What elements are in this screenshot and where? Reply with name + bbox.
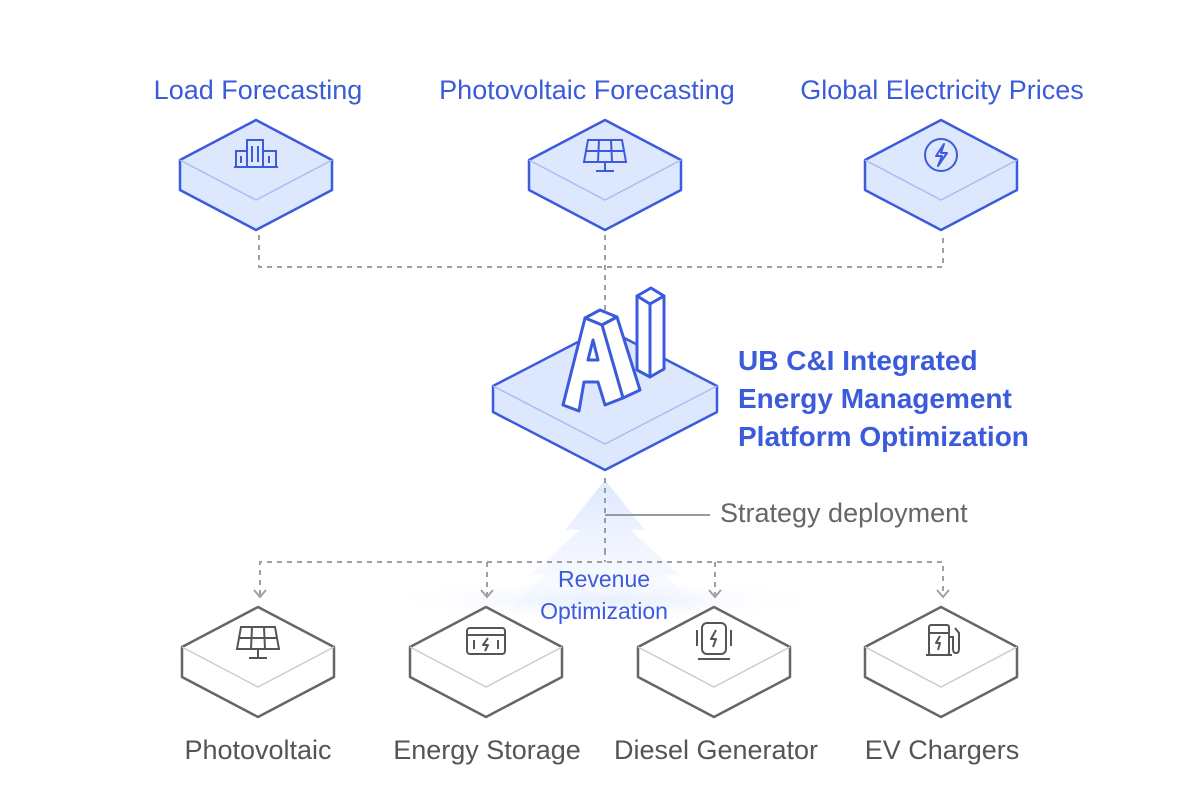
- label-diesel-generator: Diesel Generator: [613, 735, 819, 765]
- device-tile-ev: [863, 605, 1019, 719]
- label-photovoltaic: Photovoltaic: [184, 735, 332, 765]
- platform-title: UB C&I Integrated Energy Management Plat…: [738, 342, 1029, 456]
- revenue-line-2: Optimization: [540, 598, 668, 624]
- label-ev-chargers: EV Chargers: [864, 735, 1020, 765]
- ev-charger-icon: [926, 624, 960, 656]
- platform-title-line-1: UB C&I Integrated: [738, 345, 978, 376]
- strategy-deployment-label: Strategy deployment: [720, 498, 968, 528]
- device-tile-pv: [180, 605, 336, 719]
- device-tile-storage: [408, 605, 564, 719]
- revenue-line-1: Revenue: [557, 566, 651, 592]
- generator-icon: [696, 622, 732, 660]
- device-connectors: [259, 550, 944, 595]
- solar-panel-icon: [235, 626, 281, 659]
- label-load-forecasting: Load Forecasting: [153, 75, 363, 105]
- solar-panel-icon: [582, 139, 628, 172]
- revenue-optimization-label: Revenue Optimization: [540, 563, 668, 627]
- strategy-connector: [604, 478, 710, 550]
- ai-3d-icon: [561, 286, 666, 413]
- input-tile-prices: [863, 118, 1019, 232]
- label-pv-forecasting: Photovoltaic Forecasting: [439, 75, 735, 105]
- battery-icon: [466, 627, 506, 655]
- device-arrowheads: [253, 589, 950, 599]
- platform-title-line-2: Energy Management: [738, 383, 1012, 414]
- platform-title-line-3: Platform Optimization: [738, 421, 1029, 452]
- device-tile-generator: [636, 605, 792, 719]
- input-connectors: [258, 235, 944, 330]
- lightning-icon: [924, 138, 958, 172]
- label-energy-storage: Energy Storage: [393, 735, 581, 765]
- building-icon: [234, 139, 278, 168]
- input-tile-load: [178, 118, 334, 232]
- input-tile-pv: [527, 118, 683, 232]
- label-electricity-prices: Global Electricity Prices: [800, 75, 1084, 105]
